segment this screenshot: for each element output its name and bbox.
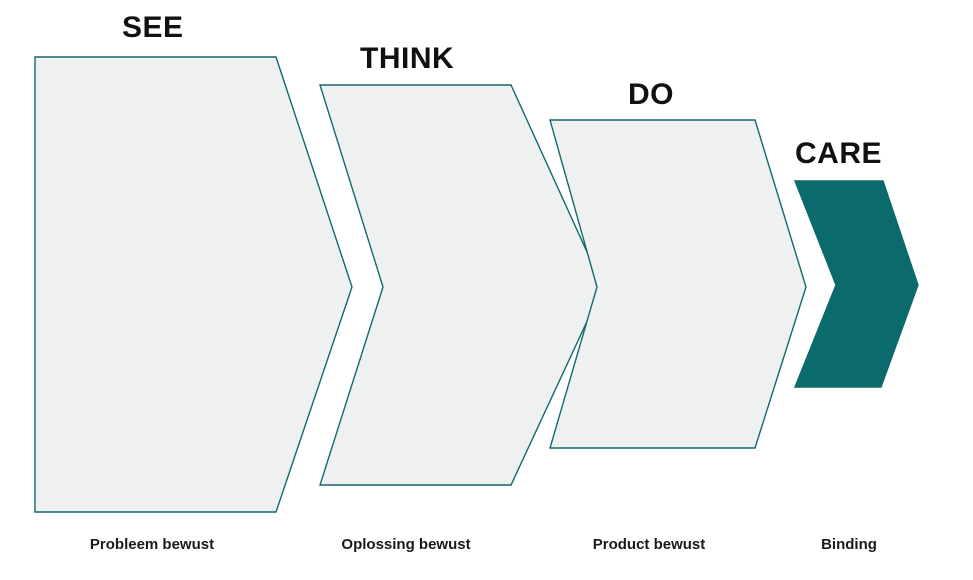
stage-title-think: THINK <box>360 42 455 75</box>
chevron-shape-care[interactable] <box>793 180 919 388</box>
stage-title-see: SEE <box>122 11 184 44</box>
chevron-shape-think[interactable] <box>319 84 604 486</box>
stage-caption-do: Product bewust <box>592 536 706 553</box>
stage-title-care: CARE <box>795 137 883 170</box>
chevron-shape-do[interactable] <box>549 119 807 449</box>
chevron-shape-see[interactable] <box>34 56 353 513</box>
stage-title-do: DO <box>628 78 674 111</box>
stage-caption-care: Binding <box>821 536 877 553</box>
stage-caption-see: Probleem bewust <box>89 536 215 553</box>
stage-caption-think: Oplossing bewust <box>341 536 471 553</box>
